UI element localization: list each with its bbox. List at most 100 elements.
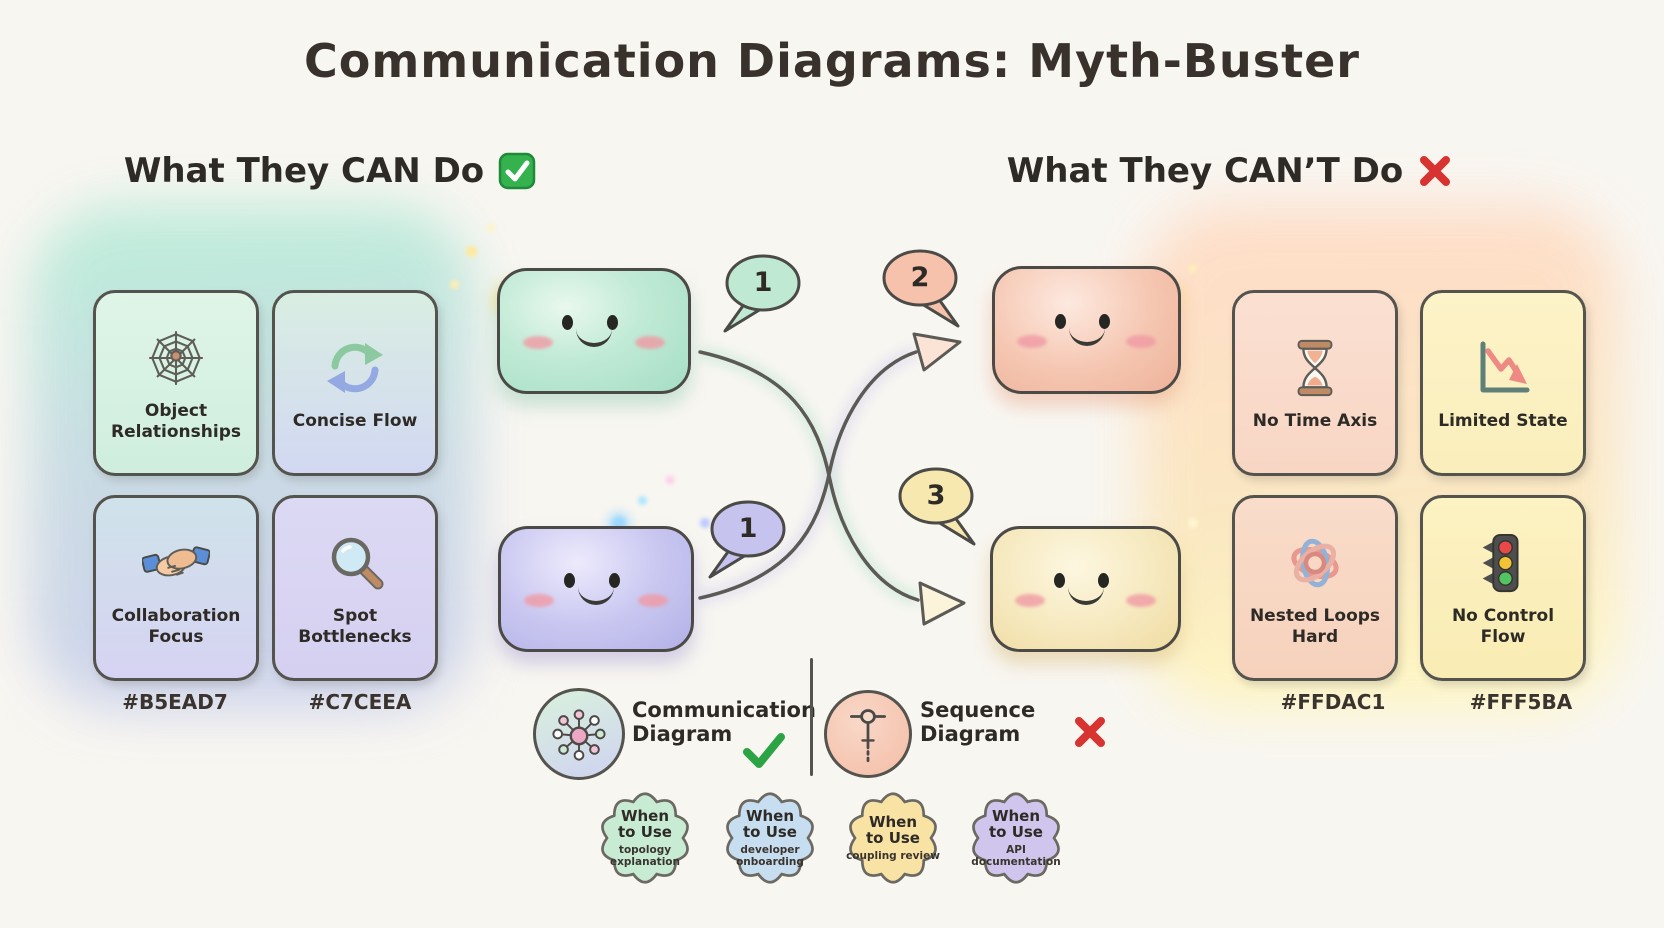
communication-diagram-icon xyxy=(533,688,625,780)
cheek xyxy=(1015,593,1046,607)
card-label: No Time Axis xyxy=(1252,411,1378,432)
eye xyxy=(607,315,619,331)
badge-subtitle: topology explanation xyxy=(610,843,680,868)
heading-what-they-can-do: What They CAN Do xyxy=(95,148,565,194)
sparkle xyxy=(638,496,647,505)
badge-title: When to Use xyxy=(989,807,1043,842)
cheek xyxy=(522,335,553,349)
spider-web-icon xyxy=(142,324,210,392)
speech-bubble-green-1: 1 xyxy=(715,251,811,337)
card-limited-state: Limited State xyxy=(1420,290,1586,476)
smile xyxy=(1067,582,1104,605)
cheek xyxy=(1126,334,1157,348)
declining-chart-icon xyxy=(1469,334,1537,402)
card-no-time-axis: No Time Axis xyxy=(1232,290,1398,476)
card-no-control-flow: No Control Flow xyxy=(1420,495,1586,681)
badge-subtitle: API documentation xyxy=(971,843,1061,868)
swatch-label-b5ead7: #B5EAD7 xyxy=(122,690,228,714)
eye xyxy=(1055,314,1067,330)
swatch-label-c7ceea: #C7CEEA xyxy=(308,690,412,714)
seal-shape xyxy=(849,792,937,884)
sparkle xyxy=(1188,518,1198,528)
card-label: Object Relationships xyxy=(111,401,241,442)
legend-divider xyxy=(810,658,813,776)
badge-subtitle: developer onboarding xyxy=(736,843,804,868)
message-number: 2 xyxy=(910,262,930,293)
card-spot-bottlenecks: Spot Bottlenecks xyxy=(272,495,438,681)
page-title: Communication Diagrams: Myth-Buster xyxy=(304,34,1360,88)
message-number: 1 xyxy=(738,513,758,544)
card-label: Spot Bottlenecks xyxy=(298,606,412,647)
check-box-icon xyxy=(498,152,536,190)
card-nested-loops-hard: Nested Loops Hard xyxy=(1232,495,1398,681)
message-number: 1 xyxy=(753,267,773,298)
cheek xyxy=(638,593,669,607)
handshake-icon xyxy=(142,529,210,597)
badge-coupling-review: When to Use coupling review xyxy=(837,782,949,894)
eye xyxy=(563,573,575,589)
card-collaboration-focus: Collaboration Focus xyxy=(93,495,259,681)
sparkle xyxy=(1188,264,1197,273)
sequence-diagram-label: Sequence Diagram xyxy=(920,698,1036,747)
card-label: Collaboration Focus xyxy=(111,606,241,647)
seal-shape xyxy=(972,792,1060,884)
card-label: No Control Flow xyxy=(1451,606,1555,647)
card-label: Concise Flow xyxy=(292,411,418,432)
communication-object-green xyxy=(497,268,691,394)
badge-developer-onboarding: When to Use developer onboarding xyxy=(714,782,826,894)
cheek xyxy=(1125,593,1156,607)
seal-shape xyxy=(601,792,689,884)
sequence-diagram-icon xyxy=(824,690,912,778)
magnifying-glass-icon xyxy=(321,529,389,597)
heading-cant-text: What They CAN’T Do xyxy=(1006,151,1404,191)
cycle-arrows-icon xyxy=(321,334,389,402)
speech-bubble-peach-2: 2 xyxy=(872,246,968,332)
smile xyxy=(1068,323,1105,346)
message-number: 3 xyxy=(926,480,946,511)
traffic-light-icon xyxy=(1469,529,1537,597)
swatch-label-fff5ba: #FFF5BA xyxy=(1469,690,1573,714)
sparkle xyxy=(700,518,710,528)
card-label: Nested Loops Hard xyxy=(1249,606,1381,647)
communication-object-yellow xyxy=(990,526,1181,652)
speech-bubble-purple-1: 1 xyxy=(700,497,796,583)
badge-title: When to Use xyxy=(743,807,797,842)
eye xyxy=(1098,573,1110,589)
badge-topology-explanation: When to Use topology explanation xyxy=(589,782,701,894)
arrowhead-2 xyxy=(912,332,962,372)
badge-title: When to Use xyxy=(866,813,920,848)
eye xyxy=(562,315,574,331)
smile xyxy=(578,582,614,605)
badge-subtitle: coupling review xyxy=(846,849,940,862)
heading-can-text: What They CAN Do xyxy=(123,151,485,191)
sparkle xyxy=(666,476,674,484)
sparkle xyxy=(487,224,495,232)
card-concise-flow: Concise Flow xyxy=(272,290,438,476)
check-icon xyxy=(742,733,786,769)
smile xyxy=(576,324,612,347)
card-label: Limited State xyxy=(1438,411,1568,432)
cross-icon xyxy=(1417,153,1453,189)
sparkle xyxy=(450,280,459,289)
communication-diagram-label: Communication Diagram xyxy=(632,698,816,747)
hourglass-icon xyxy=(1281,334,1349,402)
sparkle xyxy=(466,246,477,257)
swatch-label-ffdac1: #FFDAC1 xyxy=(1280,690,1386,714)
communication-object-peach xyxy=(992,266,1181,394)
card-object-relationships: Object Relationships xyxy=(93,290,259,476)
arrowhead-3 xyxy=(918,581,966,626)
eye xyxy=(1099,314,1111,330)
arrow-purple-to-peach xyxy=(698,350,918,600)
cheek xyxy=(1016,334,1047,348)
cheek xyxy=(523,593,554,607)
seal-shape xyxy=(726,792,814,884)
eye xyxy=(609,573,621,589)
cheek xyxy=(635,335,666,349)
tangled-knot-icon xyxy=(1281,529,1349,597)
speech-bubble-yellow-3: 3 xyxy=(888,464,984,550)
heading-what-they-cant-do: What They CAN’T Do xyxy=(990,148,1470,194)
eye xyxy=(1054,573,1066,589)
arrow-green-to-yellow xyxy=(698,350,920,602)
